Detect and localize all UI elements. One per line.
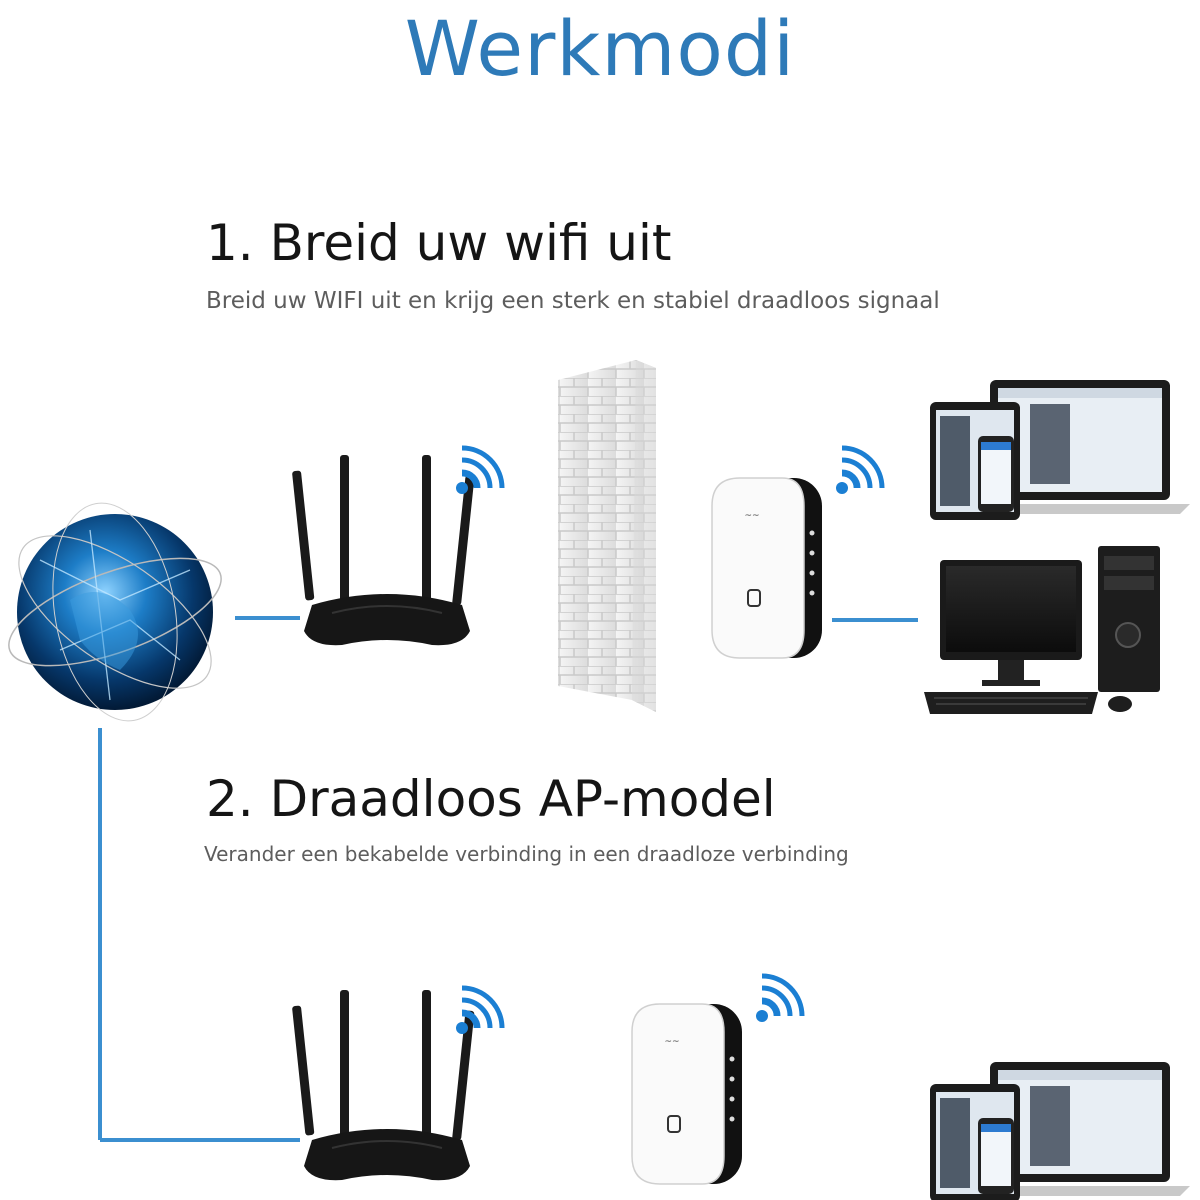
mode1-heading: 1. Breid uw wifi uit — [206, 214, 672, 272]
laptop-tablet-phone-icon — [930, 380, 1190, 520]
router-icon — [290, 989, 476, 1182]
desktop-computer-icon — [924, 546, 1160, 714]
page-title: Werkmodi — [404, 4, 796, 93]
mode1-subtitle: Breid uw WIFI uit en krijg een sterk en … — [206, 288, 940, 314]
wifi-signal-icon — [756, 976, 802, 1022]
brick-wall-icon — [558, 360, 656, 712]
wifi-signal-icon — [456, 988, 502, 1034]
mode2-subtitle: Verander een bekabelde verbinding in een… — [204, 842, 849, 866]
router-icon — [290, 454, 476, 647]
globe-icon — [8, 502, 222, 722]
wifi-signal-icon — [456, 448, 502, 494]
repeater-icon — [631, 1003, 743, 1185]
repeater-icon — [711, 477, 823, 659]
laptop-tablet-phone-icon — [930, 1062, 1190, 1200]
wifi-signal-icon — [836, 448, 882, 494]
connection-lines — [98, 616, 918, 1142]
mode2-heading: 2. Draadloos AP-model — [206, 770, 776, 828]
